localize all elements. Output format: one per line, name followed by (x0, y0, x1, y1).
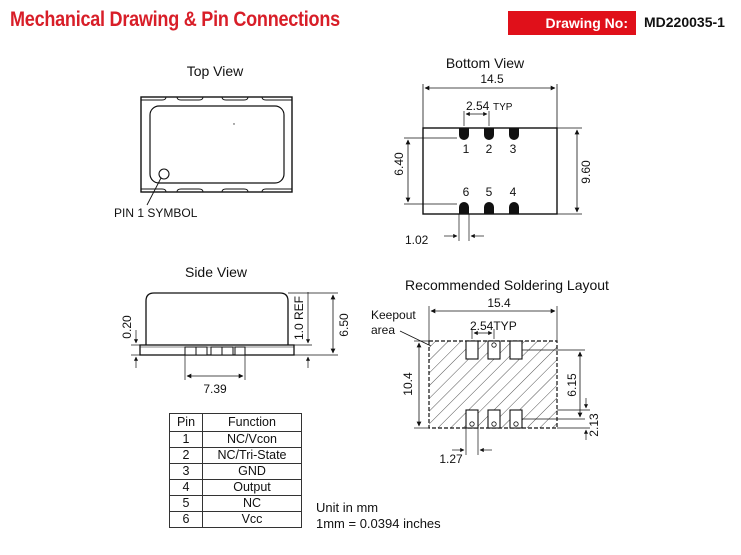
solder-height-dim: 10.4 (401, 372, 415, 396)
bottom-pin-6: 6 (463, 185, 470, 199)
bottom-pin-row-dim: 6.40 (392, 152, 406, 176)
bottom-pitch-dim: 2.54 (466, 99, 490, 113)
table-cell-function: NC (202, 495, 302, 512)
table-row: 3 GND (169, 463, 302, 480)
unit-note-line2: 1mm = 0.0394 inches (316, 516, 441, 531)
bottom-view: Bottom View 14.5 2.54 TYP 1 2 3 6 5 4 (392, 55, 593, 247)
table-header-function: Function (202, 413, 302, 432)
top-view: Top View PIN 1 SYMBOL (114, 63, 293, 220)
top-view-title: Top View (187, 63, 244, 79)
table-cell-pin: 4 (169, 479, 203, 496)
keepout-label-line1: Keepout (371, 308, 416, 322)
solder-width-dim: 15.4 (487, 296, 511, 310)
side-standoff-dim: 0.20 (120, 315, 134, 339)
table-header-pin: Pin (169, 413, 203, 432)
bottom-pad-width-dim: 1.02 (405, 233, 429, 247)
side-view: Side View 0.20 1.0 REF 6.50 (120, 264, 351, 396)
page-title: Mechanical Drawing & Pin Connections (10, 8, 340, 31)
pin1-symbol (158, 168, 170, 180)
keepout-label-line2: area (371, 323, 395, 337)
bottom-pin-5: 5 (486, 185, 493, 199)
table-cell-pin: 6 (169, 511, 203, 528)
side-view-title: Side View (185, 264, 248, 280)
bottom-view-body (422, 127, 558, 215)
solder-pads-bottom (465, 409, 523, 429)
unit-note: Unit in mm 1mm = 0.0394 inches (316, 500, 441, 532)
solder-layout-title: Recommended Soldering Layout (405, 277, 609, 293)
solder-pitch-dim: 2.54TYP (470, 319, 517, 333)
side-pad-span-dim: 7.39 (203, 382, 227, 396)
bottom-pin-1: 1 (463, 142, 470, 156)
bottom-view-title: Bottom View (446, 55, 525, 71)
table-cell-function: GND (202, 463, 302, 480)
solder-layout: Recommended Soldering Layout Keepout are… (371, 277, 609, 466)
bottom-pin-2: 2 (486, 142, 493, 156)
table-cell-pin: 3 (169, 463, 203, 480)
pin1-symbol-label: PIN 1 SYMBOL (114, 206, 198, 220)
drawing-number-label: Drawing No: (508, 11, 636, 35)
solder-pad-length-dim: 2.13 (587, 413, 601, 437)
drawing-number: MD220035-1 (644, 14, 725, 30)
table-cell-function: Output (202, 479, 302, 496)
table-cell-pin: 2 (169, 447, 203, 464)
bottom-pin-3: 3 (510, 142, 517, 156)
table-header-row: Pin Function (169, 413, 302, 432)
side-view-pads (184, 346, 246, 356)
table-row: 2 NC/Tri-State (169, 447, 302, 464)
top-view-lid (149, 105, 285, 184)
side-view-lid (145, 292, 289, 345)
bottom-width-dim: 14.5 (480, 72, 504, 86)
bottom-pitch-typ: TYP (493, 102, 513, 113)
table-row: 6 Vcc (169, 511, 302, 528)
side-ref-dim: 1.0 REF (292, 296, 306, 340)
bottom-pads-top (459, 128, 519, 140)
table-row: 1 NC/Vcon (169, 431, 302, 448)
pin-function-table: Pin Function 1 NC/Vcon 2 NC/Tri-State 3 … (169, 413, 302, 528)
table-row: 4 Output (169, 479, 302, 496)
top-view-body (140, 96, 293, 193)
bottom-pin-4: 4 (510, 185, 517, 199)
solder-pad-gap-dim: 6.15 (565, 373, 579, 397)
table-row: 5 NC (169, 495, 302, 512)
table-cell-function: NC/Tri-State (202, 447, 302, 464)
table-cell-pin: 1 (169, 431, 203, 448)
table-cell-pin: 5 (169, 495, 203, 512)
solder-pads-top (465, 340, 523, 360)
bottom-height-dim: 9.60 (579, 160, 593, 184)
bottom-pads-bottom (459, 202, 519, 214)
unit-note-line1: Unit in mm (316, 500, 379, 515)
table-cell-function: NC/Vcon (202, 431, 302, 448)
solder-pad-width-dim: 1.27 (439, 452, 463, 466)
table-cell-function: Vcc (202, 511, 302, 528)
side-height-dim: 6.50 (337, 313, 351, 337)
